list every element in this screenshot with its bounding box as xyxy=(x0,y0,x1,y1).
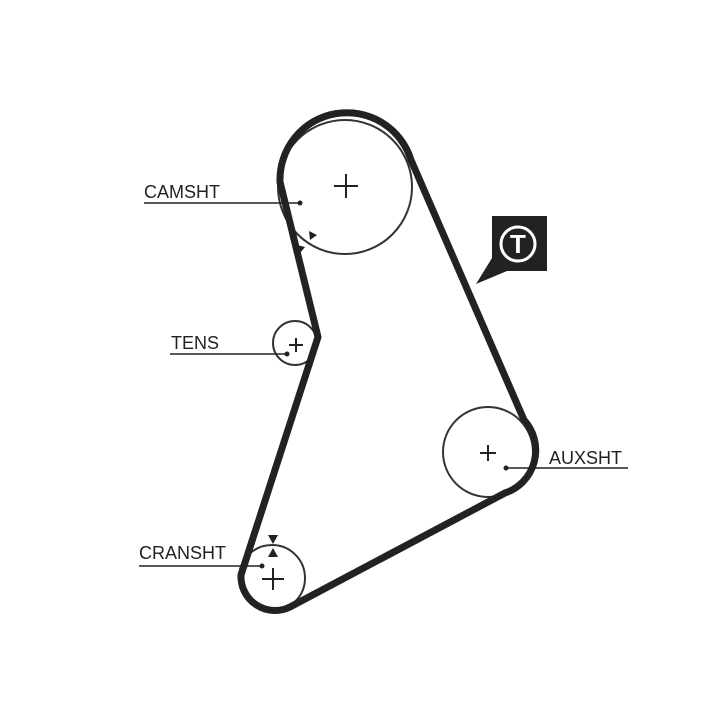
tensioner-center-mark xyxy=(289,338,303,352)
camshaft-leader-dot xyxy=(297,200,303,206)
crankshaft-leader-dot xyxy=(259,563,265,569)
camshaft-label: CAMSHT xyxy=(144,182,220,202)
crankshaft-center-mark xyxy=(262,568,284,590)
camshaft-center-mark xyxy=(334,174,358,198)
crankshaft-timing-mark-icon xyxy=(268,548,278,557)
auxiliary-leader-dot xyxy=(503,465,509,471)
tensioner-label: TENS xyxy=(171,333,219,353)
camshaft-timing-mark-icon xyxy=(297,245,305,253)
crankshaft-timing-mark-icon xyxy=(268,535,278,544)
crankshaft-label: CRANSHT xyxy=(139,543,226,563)
t-badge-letter: T xyxy=(510,229,526,259)
tensioner-leader-dot xyxy=(284,351,290,357)
timing-belt xyxy=(237,109,540,614)
auxiliary-center-mark xyxy=(480,445,496,461)
t-badge-icon: T xyxy=(476,216,547,284)
auxiliary-label: AUXSHT xyxy=(549,448,622,468)
camshaft-timing-mark-icon xyxy=(309,231,317,240)
